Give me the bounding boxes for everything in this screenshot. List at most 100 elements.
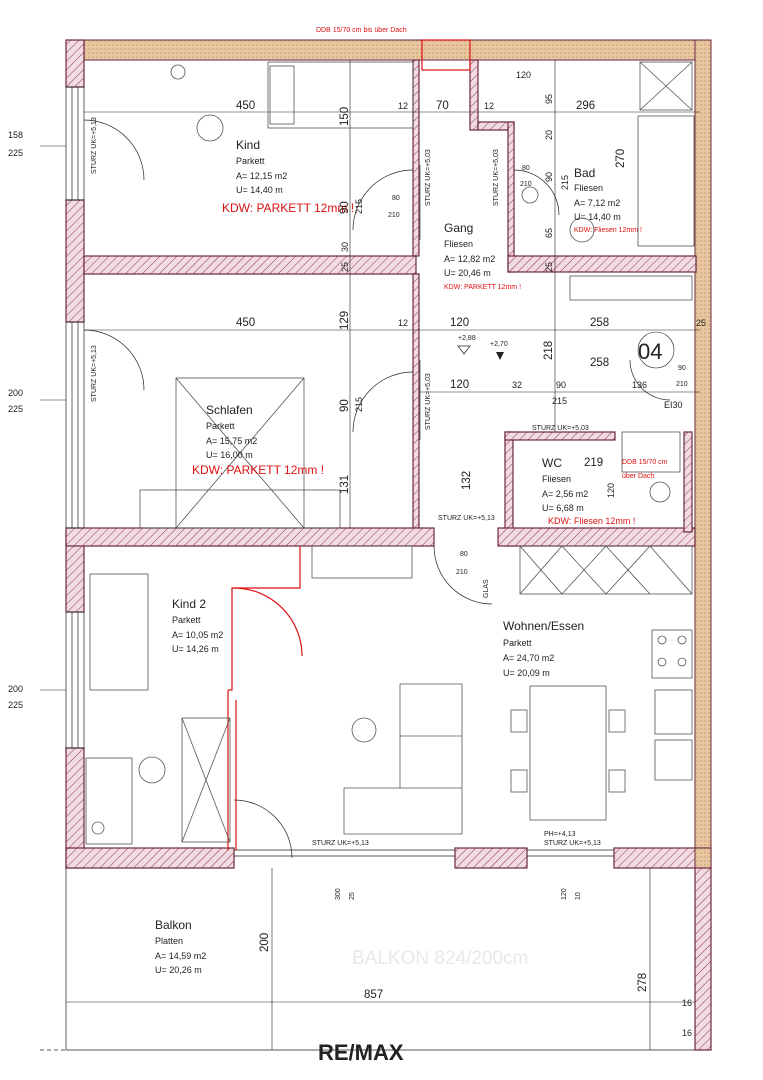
sturz-labels: STURZ UK=+5,13 STURZ UK=+5,13 STURZ UK=+… bbox=[91, 117, 601, 847]
svg-text:16: 16 bbox=[682, 1028, 692, 1038]
svg-text:225: 225 bbox=[8, 148, 23, 158]
svg-text:STURZ UK=+5,13: STURZ UK=+5,13 bbox=[91, 345, 98, 402]
top-cut-note: DDB 15/70 cm bis über Dach bbox=[316, 27, 407, 34]
svg-text:132: 132 bbox=[461, 471, 473, 490]
svg-text:KDW: Fliesen 12mm !: KDW: Fliesen 12mm ! bbox=[548, 516, 635, 526]
windows bbox=[40, 86, 695, 1051]
room-label-kind: Kind Parkett A= 12,15 m2 U= 14,40 m KDW:… bbox=[222, 138, 354, 215]
doors bbox=[83, 119, 671, 859]
svg-text:210: 210 bbox=[676, 381, 688, 388]
svg-text:215: 215 bbox=[354, 199, 364, 214]
svg-text:12: 12 bbox=[398, 318, 408, 328]
svg-text:20: 20 bbox=[544, 130, 554, 140]
dimension-lines bbox=[40, 60, 700, 1050]
fire-rating-label: EI30 bbox=[664, 400, 683, 410]
svg-text:Fliesen: Fliesen bbox=[542, 474, 571, 484]
svg-text:A= 7,12 m2: A= 7,12 m2 bbox=[574, 198, 620, 208]
svg-text:U= 16,00 m: U= 16,00 m bbox=[206, 450, 253, 460]
svg-text:25: 25 bbox=[349, 892, 356, 900]
svg-text:STURZ UK=+5,03: STURZ UK=+5,03 bbox=[493, 149, 500, 206]
room-label-wohnen-essen: Wohnen/Essen Parkett A= 24,70 m2 U= 20,0… bbox=[503, 619, 584, 678]
svg-text:90: 90 bbox=[556, 380, 566, 390]
svg-text:KDW: Fliesen 12mm !: KDW: Fliesen 12mm ! bbox=[574, 227, 642, 234]
svg-text:16: 16 bbox=[682, 998, 692, 1008]
svg-text:857: 857 bbox=[364, 989, 383, 1001]
svg-text:25: 25 bbox=[544, 262, 554, 272]
svg-text:10: 10 bbox=[575, 892, 582, 900]
svg-text:Parkett: Parkett bbox=[206, 421, 235, 431]
svg-text:A= 24,70 m2: A= 24,70 m2 bbox=[503, 653, 554, 663]
svg-text:U= 14,26 m: U= 14,26 m bbox=[172, 644, 219, 654]
svg-text:200: 200 bbox=[8, 684, 23, 694]
svg-text:U= 20,46 m: U= 20,46 m bbox=[444, 268, 491, 278]
svg-text:Wohnen/Essen: Wohnen/Essen bbox=[503, 619, 584, 633]
svg-text:215: 215 bbox=[560, 175, 570, 190]
svg-text:136: 136 bbox=[632, 380, 647, 390]
unit-number-circle bbox=[637, 331, 675, 369]
svg-text:210: 210 bbox=[388, 212, 400, 219]
svg-text:A= 15,75 m2: A= 15,75 m2 bbox=[206, 436, 257, 446]
svg-text:Fliesen: Fliesen bbox=[574, 183, 603, 193]
svg-text:KDW: PARKETT 12mm !: KDW: PARKETT 12mm ! bbox=[192, 463, 324, 477]
svg-text:Bad: Bad bbox=[574, 166, 595, 180]
svg-text:90: 90 bbox=[339, 201, 351, 214]
ddb-note-1: DDB 15/70 cm bbox=[622, 459, 668, 466]
svg-text:A= 2,56 m2: A= 2,56 m2 bbox=[542, 489, 588, 499]
svg-text:120: 120 bbox=[606, 483, 616, 498]
svg-text:PH=+4,13: PH=+4,13 bbox=[544, 831, 576, 838]
svg-text:STURZ UK=+5,03: STURZ UK=+5,03 bbox=[425, 149, 432, 206]
svg-text:A= 14,59 m2: A= 14,59 m2 bbox=[155, 951, 206, 961]
svg-text:131: 131 bbox=[339, 475, 351, 494]
svg-text:95: 95 bbox=[544, 94, 554, 104]
svg-text:120: 120 bbox=[450, 379, 469, 391]
unit-number: 04 bbox=[638, 339, 662, 364]
svg-text:+2,88: +2,88 bbox=[458, 335, 476, 342]
svg-text:STURZ UK=+5,13: STURZ UK=+5,13 bbox=[438, 515, 495, 522]
svg-text:32: 32 bbox=[512, 380, 522, 390]
svg-text:258: 258 bbox=[590, 317, 609, 329]
svg-text:65: 65 bbox=[544, 228, 554, 238]
svg-text:258: 258 bbox=[590, 357, 609, 369]
room-label-wc: WC Fliesen A= 2,56 m2 U= 6,68 m KDW: Fli… bbox=[542, 456, 635, 526]
svg-text:STURZ UK=+5,03: STURZ UK=+5,03 bbox=[425, 373, 432, 430]
svg-text:450: 450 bbox=[236, 317, 255, 329]
balcony-caption: BALKON 824/200cm bbox=[352, 948, 528, 969]
walls bbox=[65, 39, 712, 1051]
svg-text:A= 12,82 m2: A= 12,82 m2 bbox=[444, 254, 495, 264]
svg-text:30: 30 bbox=[340, 242, 350, 252]
svg-text:296: 296 bbox=[576, 100, 595, 112]
svg-text:200: 200 bbox=[259, 933, 271, 952]
svg-text:210: 210 bbox=[520, 181, 532, 188]
svg-text:225: 225 bbox=[8, 404, 23, 414]
svg-text:300: 300 bbox=[335, 888, 342, 900]
svg-text:Fliesen: Fliesen bbox=[444, 239, 473, 249]
svg-text:158: 158 bbox=[8, 130, 23, 140]
svg-text:90: 90 bbox=[544, 172, 554, 182]
svg-text:+2,70: +2,70 bbox=[490, 341, 508, 348]
svg-text:U= 14,40 m: U= 14,40 m bbox=[236, 185, 283, 195]
svg-text:12: 12 bbox=[398, 101, 408, 111]
svg-text:225: 225 bbox=[8, 700, 23, 710]
ddb-note-2: über Dach bbox=[622, 473, 654, 480]
svg-text:80: 80 bbox=[522, 165, 530, 172]
svg-text:U= 20,26 m: U= 20,26 m bbox=[155, 965, 202, 975]
svg-text:218: 218 bbox=[543, 341, 555, 360]
svg-text:80: 80 bbox=[392, 195, 400, 202]
room-label-schlafen: Schlafen Parkett A= 15,75 m2 U= 16,00 m … bbox=[192, 403, 324, 477]
svg-text:129: 129 bbox=[339, 311, 351, 330]
svg-text:Parkett: Parkett bbox=[503, 638, 532, 648]
svg-text:U= 14,40 m: U= 14,40 m bbox=[574, 212, 621, 222]
room-label-bad: Bad Fliesen A= 7,12 m2 U= 14,40 m KDW: F… bbox=[574, 166, 642, 234]
svg-text:450: 450 bbox=[236, 100, 255, 112]
svg-text:WC: WC bbox=[542, 456, 562, 470]
svg-text:KDW: PARKETT 12mm !: KDW: PARKETT 12mm ! bbox=[444, 284, 521, 291]
svg-text:U= 20,09 m: U= 20,09 m bbox=[503, 668, 550, 678]
level-markers: +2,88 +2,70 bbox=[457, 335, 508, 360]
svg-text:120: 120 bbox=[450, 317, 469, 329]
svg-text:U= 6,68 m: U= 6,68 m bbox=[542, 503, 584, 513]
svg-text:Kind: Kind bbox=[236, 138, 260, 152]
svg-text:90: 90 bbox=[339, 399, 351, 412]
svg-text:70: 70 bbox=[436, 100, 449, 112]
svg-text:90: 90 bbox=[678, 365, 686, 372]
